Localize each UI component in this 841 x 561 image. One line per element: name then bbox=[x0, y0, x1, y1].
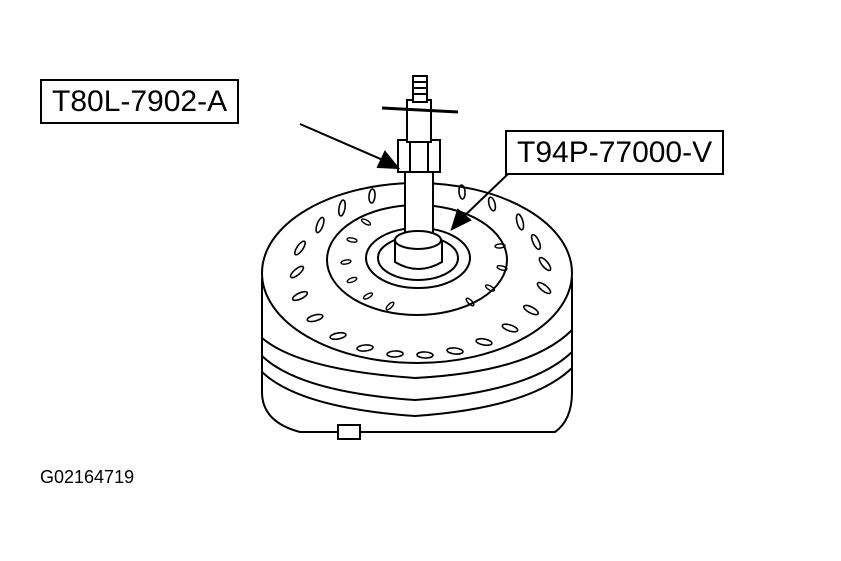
callout-tool-b: T94P-77000-V bbox=[505, 130, 725, 175]
tool-nut bbox=[397, 139, 441, 173]
leader-line-b bbox=[457, 173, 509, 223]
leader-arrow-a bbox=[376, 150, 401, 170]
converter-rim-line bbox=[261, 329, 573, 380]
converter-rim-line bbox=[261, 367, 573, 418]
figure-id: G02164719 bbox=[40, 467, 135, 487]
tool-upper-body bbox=[406, 99, 432, 143]
converter-rim-line bbox=[261, 351, 573, 402]
callout-tool-a: T80L-7902-A bbox=[40, 79, 240, 124]
tool-t-handle bbox=[381, 106, 459, 114]
converter-inner-slots bbox=[340, 218, 508, 311]
leader-line-a bbox=[299, 123, 393, 165]
converter-fin-slots bbox=[289, 184, 552, 359]
leader-arrow-b bbox=[450, 208, 472, 231]
converter-pilot bbox=[337, 424, 361, 440]
